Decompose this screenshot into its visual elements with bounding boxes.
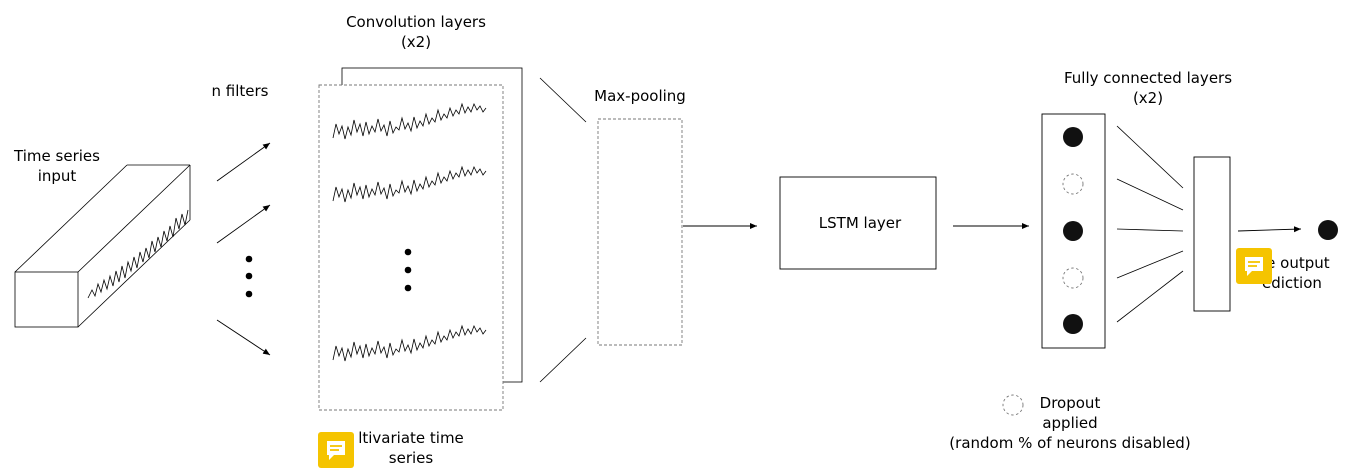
single-output-label: le output ediction xyxy=(1262,254,1330,292)
dropout-legend-label: Dropout applied (random % of neurons dis… xyxy=(949,394,1191,452)
max-pooling-label: Max-pooling xyxy=(594,87,686,105)
lstm-layer-label: LSTM layer xyxy=(818,214,902,232)
conv-waveform-3 xyxy=(332,324,487,362)
conv-ellipsis-dot xyxy=(404,284,412,292)
neuron-active xyxy=(1063,221,1083,241)
dropout-legend-icon xyxy=(1002,394,1024,416)
filter-arrow-3 xyxy=(216,319,271,356)
filter-ellipsis-dot xyxy=(245,255,253,263)
time-series-input-box xyxy=(14,164,191,328)
input-waveform xyxy=(87,209,189,299)
arrow-to-output xyxy=(1237,226,1302,233)
multivariate-time-series-label: ltivariate time series xyxy=(358,429,464,467)
filter-ellipsis-dot xyxy=(245,272,253,280)
conv-waveform-2 xyxy=(332,165,487,203)
max-pooling-box xyxy=(597,118,683,346)
output-neuron xyxy=(1318,220,1338,240)
n-filters-label: n filters xyxy=(211,82,269,100)
fc-layer-2-box xyxy=(1193,156,1231,312)
time-series-input-label: Time series input xyxy=(14,147,100,185)
conv-ellipsis-dot xyxy=(404,266,412,274)
lstm-layer-box xyxy=(779,176,937,270)
projection-line-top xyxy=(539,77,587,123)
convolution-layers-title: Convolution layers (x2) xyxy=(346,13,486,51)
neuron-dropout xyxy=(1062,267,1084,289)
comment-icon[interactable] xyxy=(1236,248,1272,284)
projection-line-bottom xyxy=(539,337,587,383)
filter-arrow-1 xyxy=(216,142,271,182)
conv-layer-front xyxy=(318,84,504,411)
neuron-dropout xyxy=(1062,173,1084,195)
fully-connected-title: Fully connected layers (x2) xyxy=(1063,69,1233,107)
conv-waveform-1 xyxy=(332,102,487,140)
neuron-active xyxy=(1063,127,1083,147)
conv-ellipsis-dot xyxy=(404,248,412,256)
filter-arrow-2 xyxy=(216,204,271,244)
fc-connections xyxy=(1116,125,1184,323)
filter-ellipsis-dot xyxy=(245,290,253,298)
comment-icon[interactable] xyxy=(318,432,354,468)
neuron-active xyxy=(1063,314,1083,334)
